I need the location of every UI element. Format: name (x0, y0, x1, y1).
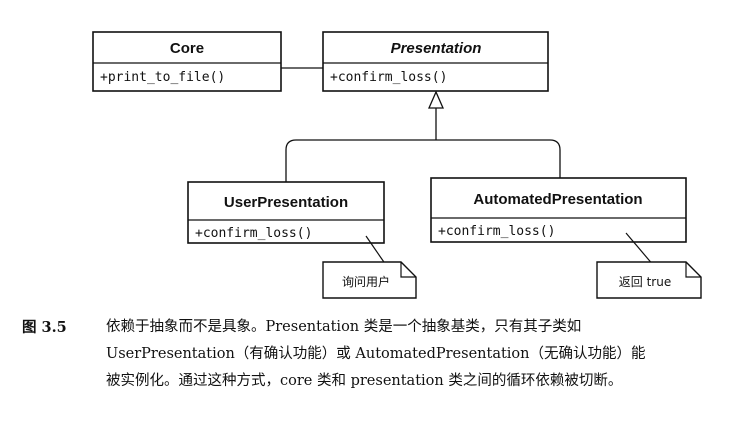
class-core-box (92, 31, 282, 92)
inheritance-triangle-icon (428, 90, 444, 109)
figure-caption: 图 3.5 依赖于抽象而不是具象。Presentation 类是一个抽象基类，只… (22, 314, 722, 395)
note-automated-shape (596, 261, 702, 299)
caption-text-1: 依赖于抽象而不是具象。Presentation 类是一个抽象基类，只有其子类如 (106, 319, 582, 335)
class-automated-presentation-method: +confirm_loss() (438, 224, 555, 239)
caption-text-2: UserPresentation（有确认功能）或 AutomatedPresen… (106, 346, 646, 362)
note-automated: 返回 true (596, 261, 702, 299)
note-user-text: 询问用户 (342, 274, 390, 289)
class-user-presentation-method: +confirm_loss() (195, 226, 312, 241)
figure-label: 图 3.5 (22, 319, 67, 336)
caption-line-1: 图 3.5 依赖于抽象而不是具象。Presentation 类是一个抽象基类，只… (22, 314, 722, 341)
class-presentation-box (322, 31, 549, 92)
note-automated-text: 返回 true (619, 275, 671, 289)
class-user-presentation-box (187, 181, 385, 244)
class-automated-presentation-name: AutomatedPresentation (473, 191, 642, 208)
note-user-shape (322, 261, 417, 299)
note-user-fold-icon (400, 262, 416, 278)
caption-text-3: 被实例化。通过这种方式，core 类和 presentation 类之间的循环依… (106, 373, 623, 389)
inheritance-connector (285, 108, 561, 182)
class-core-name: Core (170, 40, 204, 57)
caption-line-2: UserPresentation（有确认功能）或 AutomatedPresen… (22, 341, 722, 368)
class-core: Core +print_to_file() (92, 31, 282, 92)
caption-line-3: 被实例化。通过这种方式，core 类和 presentation 类之间的循环依… (22, 368, 722, 395)
class-user-presentation-name: UserPresentation (224, 194, 348, 211)
class-presentation-name: Presentation (391, 40, 482, 57)
class-presentation: Presentation +confirm_loss() (322, 31, 549, 92)
inheritance-branch-left (285, 139, 436, 182)
class-presentation-method: +confirm_loss() (330, 70, 447, 85)
note-automated-link (625, 232, 655, 267)
class-core-method: +print_to_file() (100, 70, 225, 85)
class-automated-presentation: AutomatedPresentation +confirm_loss() (430, 177, 687, 243)
note-automated-fold-icon (685, 262, 701, 278)
class-user-presentation: UserPresentation +confirm_loss() (187, 181, 385, 244)
uml-class-diagram: Core +print_to_file() Presentation +conf… (92, 31, 702, 299)
note-user: 询问用户 (322, 261, 417, 299)
class-automated-presentation-box (430, 177, 687, 243)
inheritance-branch-right (436, 139, 561, 178)
